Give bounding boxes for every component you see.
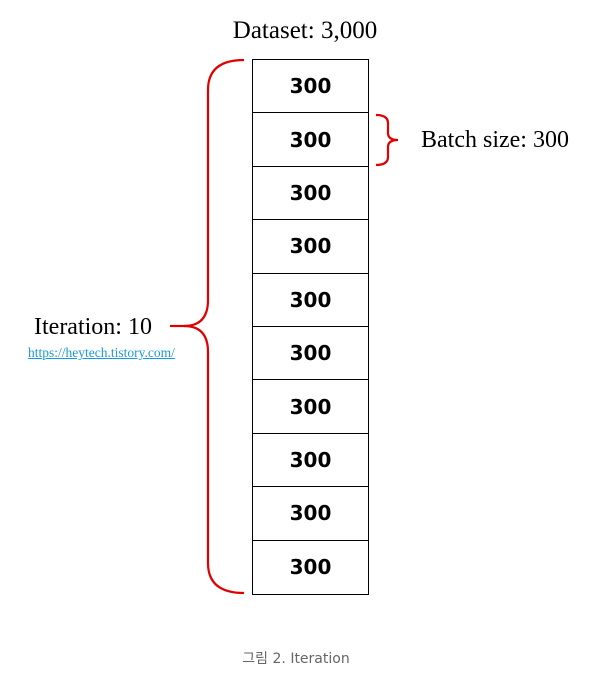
source-link[interactable]: https://heytech.tistory.com/ [28,345,175,360]
batch-cell: 300 [253,487,368,541]
batch-cell: 300 [253,274,368,327]
iteration-label: Iteration: 10 [34,314,152,340]
batch-cell: 300 [253,113,368,167]
batch-cell: 300 [253,380,368,434]
batch-cell: 300 [253,434,368,488]
iteration-brace [183,58,245,595]
batch-cell: 300 [253,220,368,274]
batch-cell: 300 [289,555,332,580]
batch-size-label: Batch size: 300 [421,127,569,153]
dataset-title: Dataset: 3,000 [232,17,378,44]
batch-cell: 300 [253,327,368,381]
figure-caption: 그림 2. Iteration [242,651,350,667]
batch-cell: 300 [253,167,368,221]
batch-cell: 300 [253,60,368,114]
batch-brace [375,113,399,167]
